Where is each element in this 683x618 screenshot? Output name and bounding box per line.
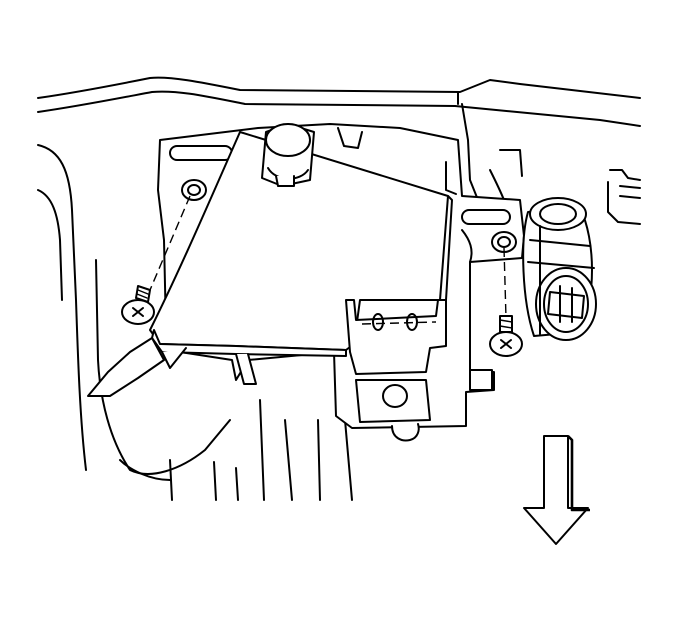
right-screw	[489, 247, 523, 357]
module-cover	[87, 123, 453, 397]
electrical-connector	[522, 197, 597, 341]
dashboard-panel	[37, 76, 641, 501]
left-screw	[121, 195, 191, 325]
down-arrow-icon	[523, 435, 590, 545]
